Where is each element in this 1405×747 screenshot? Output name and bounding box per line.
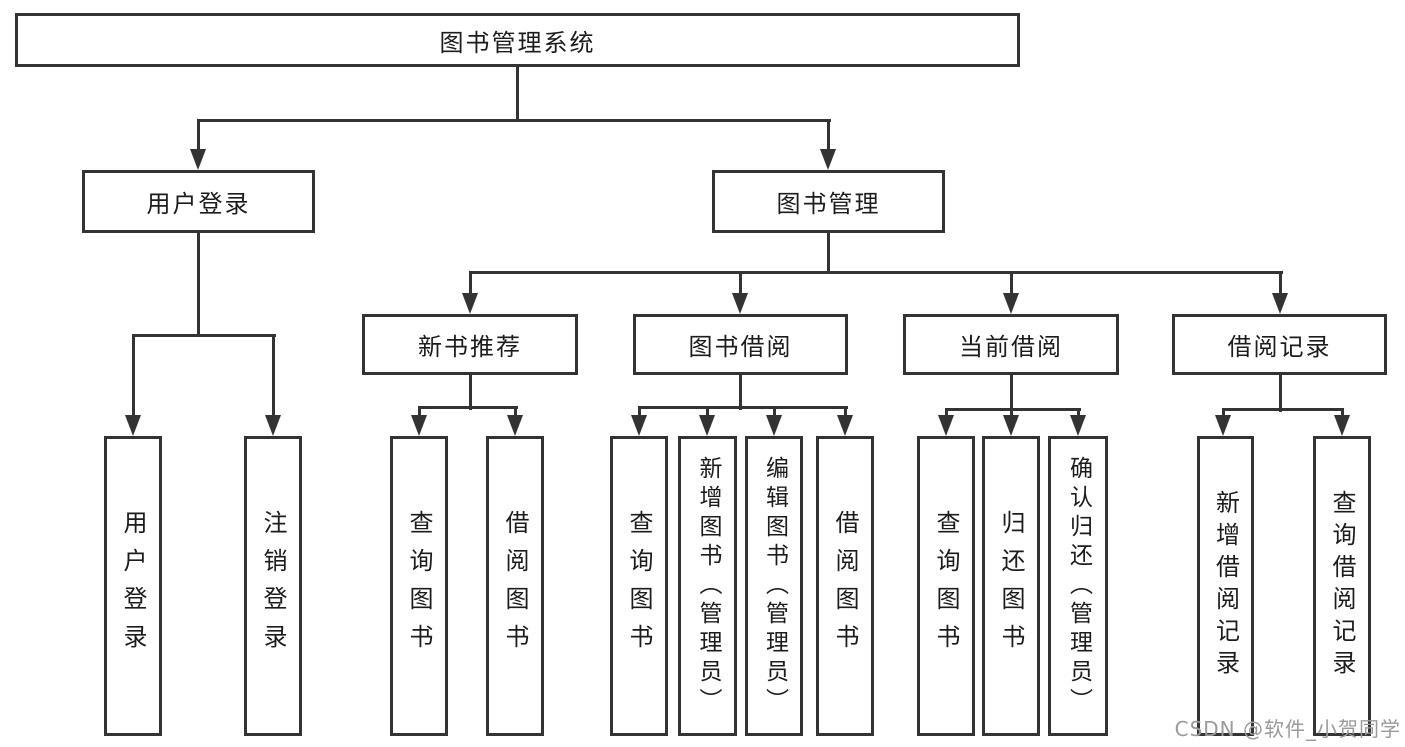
connector-horizontal-line — [469, 271, 1283, 274]
arrowhead-down-icon — [631, 415, 647, 436]
arrowhead-down-icon — [1003, 293, 1019, 314]
connector-vertical-line — [197, 233, 200, 337]
node-borrowing-records: 借阅记录 — [1172, 314, 1387, 375]
connector-vertical-line — [739, 375, 742, 410]
connector-vertical-line — [638, 407, 641, 417]
leaf-query-books-borrowing: 查询图书 — [610, 436, 668, 736]
connector-vertical-line — [739, 271, 742, 297]
leaf-edit-book-admin: 编辑图书（管理员） — [745, 436, 803, 736]
arrowhead-down-icon — [1215, 415, 1231, 436]
connector-horizontal-line — [1222, 408, 1344, 411]
connector-vertical-line — [1222, 409, 1225, 417]
arrowhead-down-icon — [411, 415, 427, 436]
connector-horizontal-line — [945, 408, 1081, 411]
connector-vertical-line — [516, 67, 519, 122]
connector-horizontal-line — [638, 406, 848, 409]
node-library-management-system: 图书管理系统 — [15, 13, 1020, 67]
arrowhead-down-icon — [837, 415, 853, 436]
connector-vertical-line — [1010, 375, 1013, 415]
connector-vertical-line — [827, 233, 830, 274]
arrowhead-down-icon — [462, 293, 478, 314]
connector-vertical-line — [469, 375, 472, 410]
connector-vertical-line — [773, 407, 776, 417]
connector-vertical-line — [1279, 375, 1282, 412]
arrowhead-down-icon — [938, 415, 954, 436]
connector-horizontal-line — [418, 406, 518, 409]
arrowhead-down-icon — [766, 415, 782, 436]
connector-vertical-line — [1077, 409, 1080, 417]
node-book-borrowing: 图书借阅 — [633, 314, 848, 375]
leaf-logout: 注销登录 — [244, 436, 302, 736]
connector-vertical-line — [945, 409, 948, 417]
leaf-return-books: 归还图书 — [982, 436, 1040, 736]
connector-vertical-line — [844, 407, 847, 417]
arrowhead-down-icon — [1003, 415, 1019, 436]
connector-vertical-line — [469, 271, 472, 297]
connector-vertical-line — [132, 334, 135, 418]
connector-vertical-line — [706, 407, 709, 417]
arrowhead-down-icon — [1272, 293, 1288, 314]
leaf-query-borrow-record: 查询借阅记录 — [1313, 436, 1371, 736]
arrowhead-down-icon — [125, 415, 141, 436]
leaf-add-borrow-record: 新增借阅记录 — [1197, 436, 1254, 736]
connector-vertical-line — [272, 334, 275, 418]
connector-vertical-line — [1279, 271, 1282, 297]
leaf-confirm-return-admin: 确认归还（管理员） — [1048, 436, 1108, 736]
leaf-user-login: 用户登录 — [104, 436, 162, 736]
node-book-management: 图书管理 — [712, 170, 945, 233]
connector-horizontal-line — [197, 119, 831, 122]
arrowhead-down-icon — [1070, 415, 1086, 436]
arrowhead-down-icon — [820, 149, 836, 170]
leaf-query-books-recommend: 查询图书 — [390, 436, 448, 736]
connector-vertical-line — [418, 407, 421, 417]
connector-vertical-line — [827, 119, 830, 152]
arrowhead-down-icon — [1334, 415, 1350, 436]
node-current-borrowing: 当前借阅 — [903, 314, 1119, 375]
leaf-add-book-admin: 新增图书（管理员） — [678, 436, 737, 736]
connector-vertical-line — [1341, 409, 1344, 417]
connector-vertical-line — [197, 119, 200, 152]
arrowhead-down-icon — [265, 415, 281, 436]
leaf-query-books-current: 查询图书 — [917, 436, 975, 736]
connector-vertical-line — [1010, 271, 1013, 297]
connector-horizontal-line — [132, 334, 276, 337]
arrowhead-down-icon — [190, 149, 206, 170]
leaf-borrow-books-recommend: 借阅图书 — [486, 436, 544, 736]
connector-vertical-line — [514, 407, 517, 417]
node-new-book-recommendation: 新书推荐 — [362, 314, 578, 375]
arrowhead-down-icon — [699, 415, 715, 436]
node-user-login: 用户登录 — [82, 170, 315, 233]
arrowhead-down-icon — [507, 415, 523, 436]
arrowhead-down-icon — [732, 293, 748, 314]
csdn-watermark: CSDN @软件_小贺同学 — [1174, 717, 1401, 741]
leaf-borrow-books: 借阅图书 — [816, 436, 874, 736]
